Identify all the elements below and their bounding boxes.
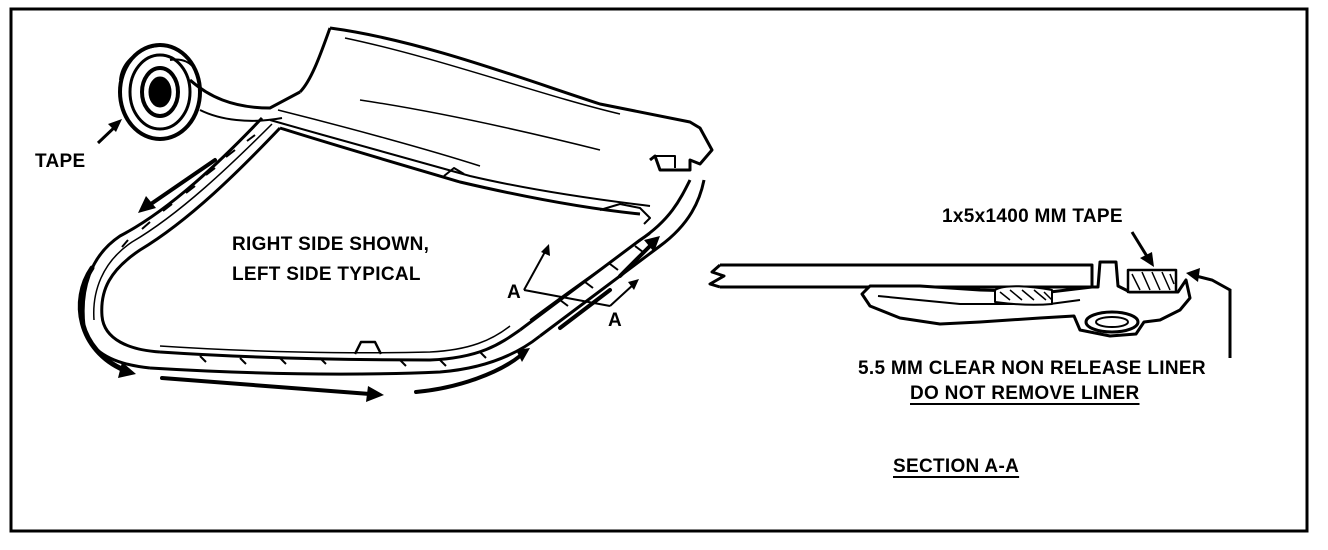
- liner-warning-underlined: DO NOT REMOVE LINER: [910, 383, 1140, 404]
- section-marker-left: A: [507, 282, 522, 303]
- tape-spec-pointer: [1130, 231, 1154, 267]
- liner-note-line2: DO NOT REMOVE LINER: [910, 383, 1140, 405]
- section-marker-right: A: [608, 310, 623, 331]
- liner-note-line1: 5.5 MM CLEAR NON RELEASE LINER: [858, 358, 1206, 379]
- tape-spec-label: 1x5x1400 MM TAPE: [942, 206, 1123, 227]
- section-title: SECTION A-A: [893, 456, 1020, 477]
- tape-label: TAPE: [35, 151, 86, 172]
- liner-pointer: [1186, 268, 1232, 358]
- diagram-border: [9, 7, 1309, 533]
- tape-roll: [118, 43, 301, 141]
- tape-pointer-arrow: [96, 119, 122, 145]
- view-note-line2: LEFT SIDE TYPICAL: [232, 264, 421, 285]
- view-note-line1: RIGHT SIDE SHOWN,: [232, 234, 430, 255]
- application-direction-arrows: [77, 158, 660, 402]
- section-a-a-profile: [708, 260, 1192, 338]
